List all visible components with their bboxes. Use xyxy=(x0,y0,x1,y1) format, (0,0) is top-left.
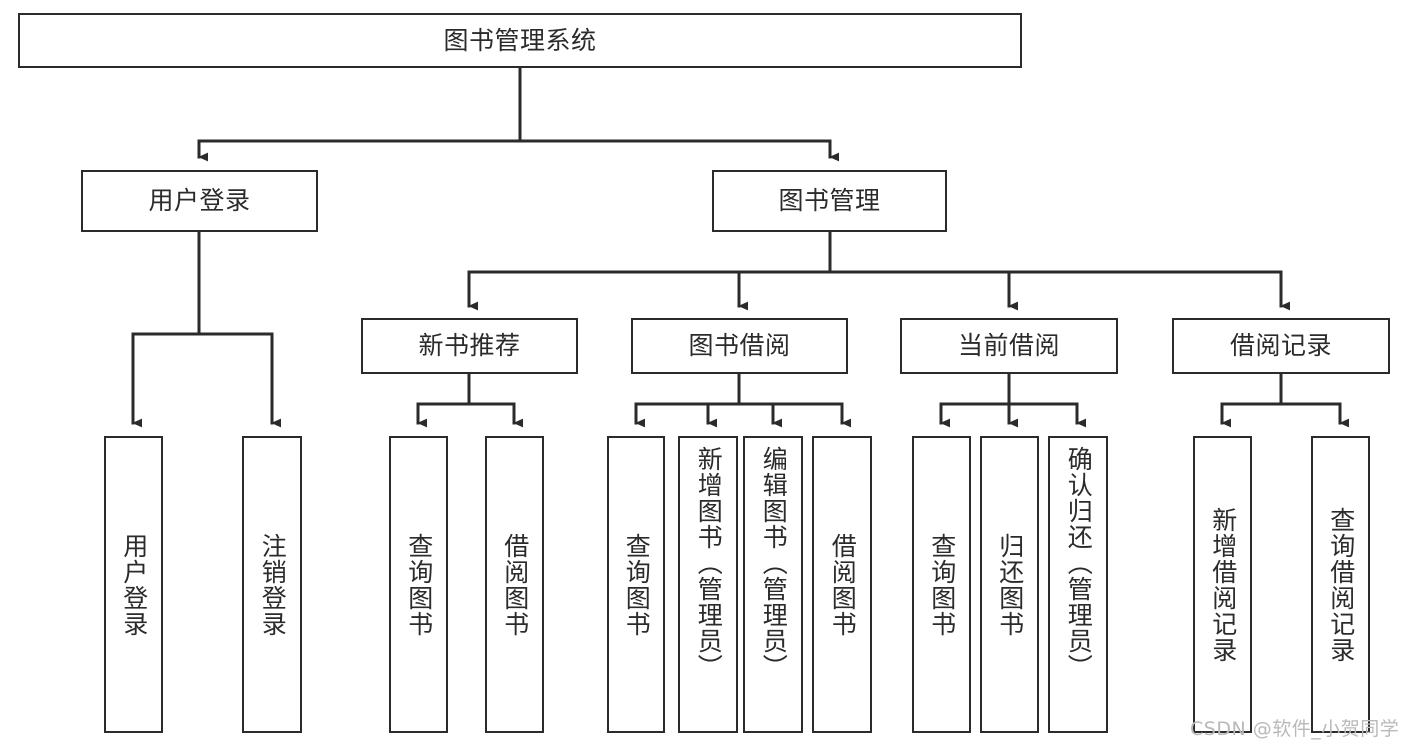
leaf-add-book-admin-label: 新增图书（管理员） xyxy=(694,446,724,680)
node-user-login-label: 用户登录 xyxy=(148,186,251,216)
leaf-logout-login[interactable]: 注销登录 xyxy=(242,436,302,733)
leaf-query-book-3-label: 查询图书 xyxy=(927,532,957,637)
node-book-borrow-label: 图书借阅 xyxy=(688,331,791,361)
leaf-confirm-return-admin[interactable]: 确认归还（管理员） xyxy=(1048,436,1108,733)
leaf-add-borrow-record-label: 新增借阅记录 xyxy=(1208,506,1238,663)
leaf-borrow-book-2[interactable]: 借阅图书 xyxy=(812,436,872,733)
leaf-edit-book-admin-label: 编辑图书（管理员） xyxy=(759,446,789,680)
leaf-borrow-book-1[interactable]: 借阅图书 xyxy=(485,436,544,733)
node-new-book-recommend[interactable]: 新书推荐 xyxy=(361,318,578,374)
leaf-query-borrow-record[interactable]: 查询借阅记录 xyxy=(1311,436,1370,733)
leaf-query-book-1[interactable]: 查询图书 xyxy=(389,436,448,733)
leaf-add-borrow-record[interactable]: 新增借阅记录 xyxy=(1193,436,1252,733)
node-current-borrow-label: 当前借阅 xyxy=(957,331,1060,361)
node-book-manage-label: 图书管理 xyxy=(778,186,881,216)
node-user-login[interactable]: 用户登录 xyxy=(81,170,318,232)
leaf-borrow-book-2-label: 借阅图书 xyxy=(828,532,858,637)
node-book-borrow[interactable]: 图书借阅 xyxy=(631,318,848,374)
leaf-user-login-label: 用户登录 xyxy=(119,532,149,637)
node-root-label: 图书管理系统 xyxy=(443,25,597,55)
leaf-edit-book-admin[interactable]: 编辑图书（管理员） xyxy=(743,436,803,733)
leaf-return-book-label: 归还图书 xyxy=(995,532,1025,637)
leaf-query-book-3[interactable]: 查询图书 xyxy=(912,436,971,733)
leaf-logout-login-label: 注销登录 xyxy=(258,532,288,637)
node-borrow-record[interactable]: 借阅记录 xyxy=(1172,318,1390,374)
node-root[interactable]: 图书管理系统 xyxy=(18,13,1022,68)
leaf-user-login[interactable]: 用户登录 xyxy=(104,436,163,733)
node-borrow-record-label: 借阅记录 xyxy=(1229,331,1332,361)
leaf-query-book-1-label: 查询图书 xyxy=(404,532,434,637)
leaf-return-book[interactable]: 归还图书 xyxy=(980,436,1039,733)
leaf-borrow-book-1-label: 借阅图书 xyxy=(500,532,530,637)
leaf-confirm-return-admin-label: 确认归还（管理员） xyxy=(1064,446,1094,680)
leaf-query-book-2[interactable]: 查询图书 xyxy=(607,436,665,733)
watermark-text: CSDN @软件_小贺同学 xyxy=(1190,718,1400,740)
leaf-add-book-admin[interactable]: 新增图书（管理员） xyxy=(678,436,738,733)
node-new-book-recommend-label: 新书推荐 xyxy=(418,331,521,361)
leaf-query-book-2-label: 查询图书 xyxy=(622,532,652,637)
node-current-borrow[interactable]: 当前借阅 xyxy=(900,318,1118,374)
leaf-query-borrow-record-label: 查询借阅记录 xyxy=(1326,506,1356,663)
node-book-manage[interactable]: 图书管理 xyxy=(712,170,947,232)
